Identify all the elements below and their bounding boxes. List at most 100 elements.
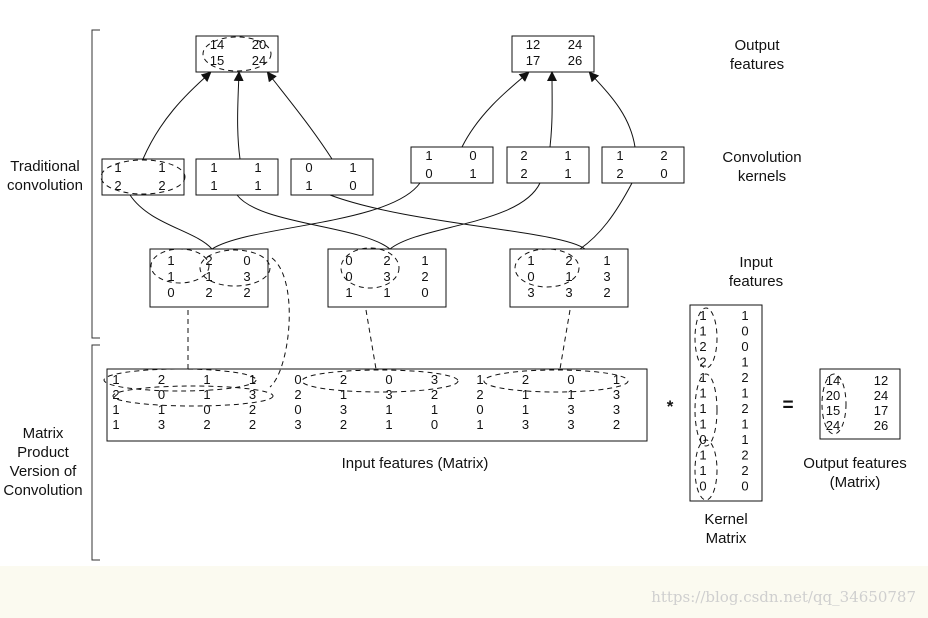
label-matrix-product: Matrix Product Version of Convolution bbox=[3, 425, 83, 499]
input-matrix-cell: 3 bbox=[522, 417, 529, 432]
kernel-2-cell: 1 bbox=[210, 160, 217, 175]
input-1-cell: 2 bbox=[205, 253, 212, 268]
kernel-input-connections bbox=[129, 182, 633, 250]
label-output-features: Output features bbox=[729, 37, 785, 73]
label-output-features-matrix: Output features (Matrix) bbox=[803, 455, 907, 491]
output-matrix-cell: 12 bbox=[874, 373, 888, 388]
kernel-matrix-cell: 1 bbox=[741, 355, 748, 370]
input-matrix-cell: 1 bbox=[112, 417, 119, 432]
kernel-matrix-cell: 1 bbox=[699, 448, 706, 463]
input-1-cell: 2 bbox=[205, 285, 212, 300]
kernel-matrix-cell: 2 bbox=[741, 370, 748, 385]
input-matrix-cell: 1 bbox=[431, 402, 438, 417]
kernel-3-cell: 0 bbox=[305, 160, 312, 175]
input-box-1 bbox=[149, 248, 269, 308]
output-1-cell: 20 bbox=[252, 37, 266, 52]
input-3-cell: 1 bbox=[603, 253, 610, 268]
input-matrix-cell: 3 bbox=[567, 402, 574, 417]
input-2-cell: 0 bbox=[345, 253, 352, 268]
dashed-ellipses bbox=[100, 36, 847, 501]
input-1-cell: 2 bbox=[243, 285, 250, 300]
output-2-cell: 12 bbox=[526, 37, 540, 52]
input-1-cell: 0 bbox=[243, 253, 250, 268]
input-matrix-cell: 3 bbox=[613, 402, 620, 417]
output-matrix-cell: 24 bbox=[874, 388, 888, 403]
kernel-matrix-cell: 1 bbox=[699, 463, 706, 478]
input-1-cell: 3 bbox=[243, 269, 250, 284]
kernel-matrix-cell: 1 bbox=[699, 324, 706, 339]
kernel-6-cell: 2 bbox=[660, 148, 667, 163]
input-box-2 bbox=[327, 248, 447, 308]
input-1-cell: 1 bbox=[167, 253, 174, 268]
input-1-cell: 1 bbox=[205, 269, 212, 284]
kernel-box-3 bbox=[290, 158, 374, 196]
kernel-matrix-cell: 1 bbox=[699, 401, 706, 416]
bracket-matrix-product bbox=[91, 344, 100, 561]
input-matrix-cell: 3 bbox=[158, 417, 165, 432]
input-1-cell: 0 bbox=[167, 285, 174, 300]
kernel-3-cell: 1 bbox=[349, 160, 356, 175]
kernel-matrix-cell: 2 bbox=[741, 401, 748, 416]
output-2-cell: 26 bbox=[568, 53, 582, 68]
input-matrix-cell: 1 bbox=[385, 417, 392, 432]
kernel-matrix-cell: 2 bbox=[741, 448, 748, 463]
input-matrix-cell: 1 bbox=[522, 402, 529, 417]
output-1-cell: 15 bbox=[210, 53, 224, 68]
kernel-6-cell: 2 bbox=[616, 166, 623, 181]
kernel-6-cell: 0 bbox=[660, 166, 667, 181]
kernel-4-cell: 1 bbox=[425, 148, 432, 163]
multiply-sign: * bbox=[666, 397, 674, 416]
input-matrix-box bbox=[106, 368, 648, 442]
input-matrix-cell: 3 bbox=[431, 372, 438, 387]
output-matrix-cell: 14 bbox=[826, 373, 840, 388]
input-matrix-cell: 1 bbox=[613, 372, 620, 387]
kernel-matrix-cell: 2 bbox=[699, 355, 706, 370]
label-traditional-convolution: Traditional convolution bbox=[7, 158, 83, 194]
input-3-cell: 3 bbox=[527, 285, 534, 300]
kernel-2-cell: 1 bbox=[210, 178, 217, 193]
input-matrix-cell: 0 bbox=[431, 417, 438, 432]
kernel-matrix-cell: 1 bbox=[741, 417, 748, 432]
kernel-matrix-cell: 1 bbox=[699, 370, 706, 385]
arrows-to-output-1 bbox=[142, 71, 333, 160]
kernel-5-cell: 1 bbox=[564, 148, 571, 163]
kernel-matrix-cell: 2 bbox=[699, 339, 706, 354]
kernel-5-cell: 1 bbox=[564, 166, 571, 181]
input-matrix-cell: 2 bbox=[613, 417, 620, 432]
label-kernel-matrix: Kernel Matrix bbox=[704, 511, 748, 547]
input-matrix-cell: 1 bbox=[112, 402, 119, 417]
input-matrix-cell: 2 bbox=[340, 372, 347, 387]
output-1-cell: 24 bbox=[252, 53, 266, 68]
input-matrix-cell: 3 bbox=[340, 402, 347, 417]
input-3-cell: 3 bbox=[565, 285, 572, 300]
input-matrix-cell: 1 bbox=[249, 372, 256, 387]
input-matrix-cell: 0 bbox=[294, 402, 301, 417]
kernel-3-cell: 0 bbox=[349, 178, 356, 193]
input-matrix-cell: 3 bbox=[294, 417, 301, 432]
input-2-cell: 1 bbox=[345, 285, 352, 300]
kernel-3-cell: 1 bbox=[305, 178, 312, 193]
input-3-cell: 1 bbox=[527, 253, 534, 268]
input-matrix-cell: 1 bbox=[112, 372, 119, 387]
kernel-matrix-cell: 1 bbox=[741, 308, 748, 323]
output-1-cell: 14 bbox=[210, 37, 224, 52]
kernel-matrix-cell: 0 bbox=[741, 324, 748, 339]
input-matrix-cell: 1 bbox=[385, 402, 392, 417]
kernel-matrix-cell: 1 bbox=[699, 386, 706, 401]
kernel-2-cell: 1 bbox=[254, 160, 261, 175]
dashed-connectors bbox=[187, 257, 571, 388]
input-matrix-cell: 2 bbox=[112, 387, 119, 402]
input-matrix-cell: 2 bbox=[522, 372, 529, 387]
kernel-4-cell: 0 bbox=[469, 148, 476, 163]
input-matrix-cell: 1 bbox=[158, 402, 165, 417]
output-matrix-box bbox=[819, 368, 901, 440]
input-matrix-cell: 0 bbox=[158, 387, 165, 402]
kernel-matrix-cell: 0 bbox=[741, 479, 748, 494]
input-matrix-cell: 1 bbox=[340, 387, 347, 402]
input-matrix-cell: 2 bbox=[249, 402, 256, 417]
input-matrix-cell: 1 bbox=[476, 372, 483, 387]
input-matrix-cell: 2 bbox=[294, 387, 301, 402]
input-matrix-cell: 3 bbox=[249, 387, 256, 402]
